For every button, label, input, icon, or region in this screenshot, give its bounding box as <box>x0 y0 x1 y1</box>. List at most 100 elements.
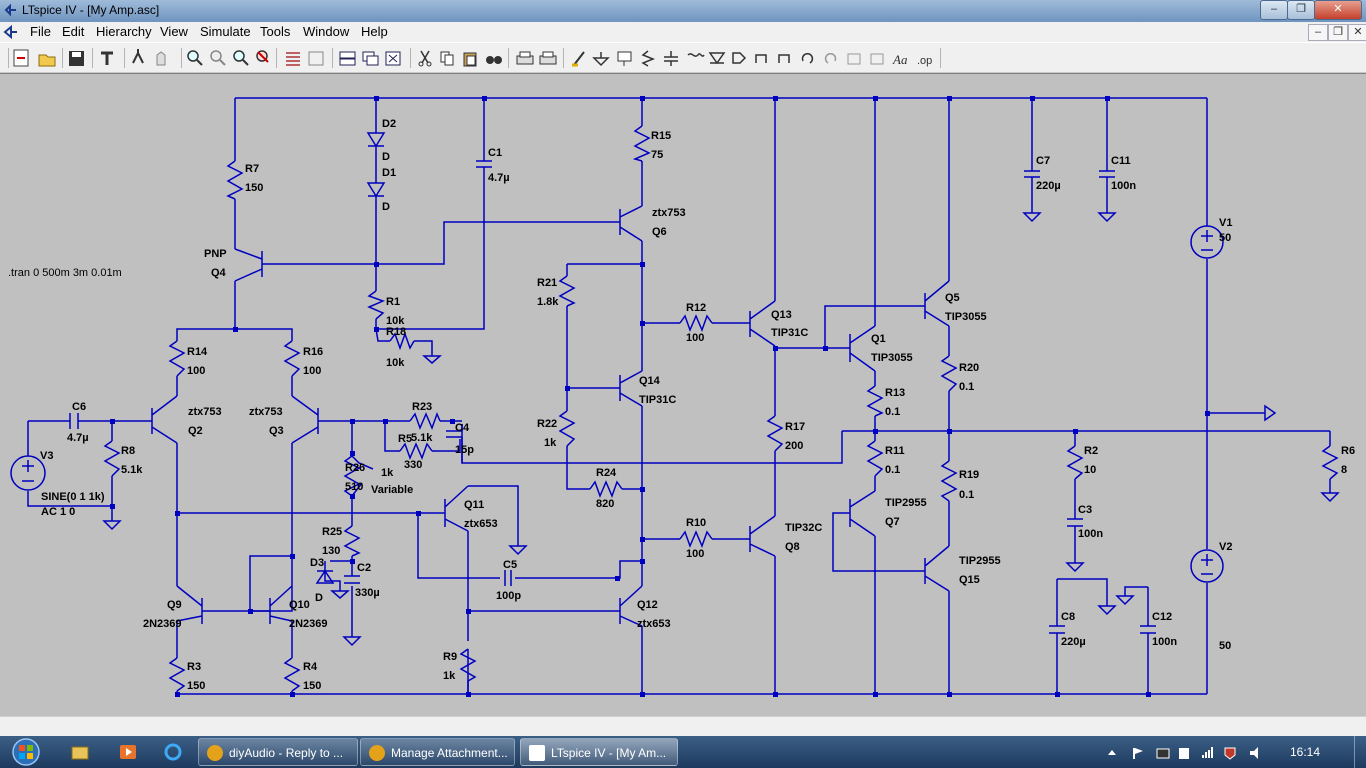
copy-icon[interactable] <box>440 51 454 66</box>
taskbar-chrome-diyaudio[interactable]: diyAudio - Reply to ... <box>198 738 358 766</box>
menu-edit[interactable]: Edit <box>62 24 85 39</box>
label-d3: D3 <box>310 557 324 569</box>
menu-view[interactable]: View <box>160 24 188 39</box>
label-q8: Q8 <box>785 541 800 553</box>
tile-horizontal-icon[interactable] <box>339 51 356 66</box>
menu-help[interactable]: Help <box>361 24 388 39</box>
q5-symbol <box>924 280 950 327</box>
schematic-canvas[interactable]: .tran 0 500m 3m 0.01m D2 D D1 D C1 4.7µ … <box>0 73 1366 716</box>
chrome-icon <box>207 745 223 761</box>
rotate-icon[interactable] <box>847 53 861 65</box>
q3-symbol <box>291 395 319 444</box>
zoom-in-icon[interactable] <box>187 50 203 66</box>
d2-symbol <box>366 132 386 148</box>
taskbar-chrome-attachments[interactable]: Manage Attachment... <box>360 738 515 766</box>
mdi-close-button[interactable]: ✕ <box>1348 24 1366 41</box>
title-bar: LTspice IV - [My Amp.asc] – ❐ ✕ <box>0 0 1366 22</box>
start-button[interactable] <box>8 738 44 766</box>
label-r21: R21 <box>537 277 557 289</box>
menu-file[interactable]: File <box>30 24 51 39</box>
c12-symbol <box>1140 625 1156 634</box>
mdi-minimize-button[interactable]: – <box>1308 24 1328 41</box>
halt-icon[interactable] <box>156 51 166 66</box>
r1-symbol <box>367 290 386 320</box>
mirror-icon[interactable] <box>870 53 884 65</box>
label-c3-value: 100n <box>1078 528 1103 540</box>
c11-symbol <box>1099 170 1115 178</box>
label-d2: D2 <box>382 118 396 130</box>
paste-icon[interactable] <box>463 52 477 67</box>
r19-symbol <box>940 460 958 502</box>
label-r20-value: 0.1 <box>959 381 974 393</box>
resistor-icon[interactable] <box>641 50 656 67</box>
cut-icon[interactable] <box>418 50 432 67</box>
label-c5-value: 100p <box>496 590 521 602</box>
menu-window[interactable]: Window <box>303 24 350 39</box>
component-icon[interactable] <box>732 52 747 64</box>
control-panel-icon[interactable] <box>101 51 113 65</box>
toolbar: Aa .op <box>0 43 1366 73</box>
c2-symbol <box>344 575 360 584</box>
capacitor-icon[interactable] <box>664 51 678 66</box>
drag-icon[interactable] <box>778 54 790 63</box>
label-q8-model: TIP32C <box>785 522 822 534</box>
q10-symbol <box>269 585 293 624</box>
zoom-cancel-icon[interactable] <box>256 50 269 63</box>
c8-symbol <box>1049 625 1065 634</box>
explorer-icon[interactable] <box>70 742 90 762</box>
text-icon[interactable]: Aa <box>892 52 908 67</box>
label-r15: R15 <box>651 130 671 142</box>
undo-icon[interactable] <box>801 52 814 64</box>
open-icon[interactable] <box>38 54 56 67</box>
ground-icon[interactable] <box>592 52 610 67</box>
menu-simulate[interactable]: Simulate <box>200 24 251 39</box>
r15-symbol <box>632 125 651 162</box>
redo-icon[interactable] <box>824 52 837 64</box>
find-icon[interactable] <box>486 56 502 64</box>
close-window-icon[interactable] <box>385 51 401 66</box>
save-icon[interactable] <box>69 51 84 66</box>
label-r11-value: 0.1 <box>885 464 900 476</box>
plot-settings-icon[interactable] <box>286 52 300 66</box>
run-icon[interactable] <box>132 49 144 64</box>
label-v1-value: 50 <box>1219 232 1231 244</box>
menu-hierarchy[interactable]: Hierarchy <box>96 24 152 39</box>
cascade-icon[interactable] <box>362 51 379 66</box>
show-desktop-button[interactable] <box>1354 736 1366 768</box>
svg-text:.op: .op <box>917 55 932 67</box>
diode-icon[interactable] <box>708 52 726 65</box>
grounds <box>102 212 1340 647</box>
new-schematic-icon[interactable] <box>13 49 29 67</box>
label-q7: Q7 <box>885 516 900 528</box>
mdi-restore-button[interactable]: ❐ <box>1328 24 1348 41</box>
zoom-out-icon[interactable] <box>233 50 249 66</box>
internet-explorer-icon[interactable] <box>163 742 183 762</box>
pan-icon[interactable] <box>210 50 226 66</box>
print-icon[interactable] <box>539 51 557 65</box>
r3-symbol <box>168 657 186 692</box>
label-r4-value: 150 <box>303 680 321 692</box>
restore-button[interactable]: ❐ <box>1287 0 1315 20</box>
taskbar-clock[interactable]: 16:14 <box>1290 745 1321 759</box>
taskbar-ltspice[interactable]: LTspice IV - [My Am... <box>520 738 678 766</box>
minimize-button[interactable]: – <box>1260 0 1288 20</box>
menu-tools[interactable]: Tools <box>260 24 291 39</box>
close-button[interactable]: ✕ <box>1314 0 1362 20</box>
spice-directive-icon[interactable]: .op <box>917 55 932 67</box>
label-net-icon[interactable] <box>617 51 632 66</box>
autorange-icon[interactable] <box>308 51 324 66</box>
r6-symbol <box>1321 445 1339 480</box>
spice-directive[interactable]: .tran 0 500m 3m 0.01m <box>8 267 122 279</box>
label-q2: Q2 <box>188 425 203 437</box>
c6-symbol <box>69 413 79 429</box>
move-icon[interactable] <box>755 54 767 63</box>
inductor-icon[interactable] <box>687 53 705 57</box>
q13-symbol <box>749 300 776 347</box>
system-tray-icons[interactable] <box>1105 746 1275 760</box>
r4-symbol <box>283 657 301 692</box>
q8-symbol <box>749 515 776 557</box>
label-r6-value: 8 <box>1341 464 1347 476</box>
print-setup-icon[interactable] <box>516 51 534 65</box>
wire-icon[interactable] <box>572 51 585 67</box>
media-player-icon[interactable] <box>118 742 138 762</box>
